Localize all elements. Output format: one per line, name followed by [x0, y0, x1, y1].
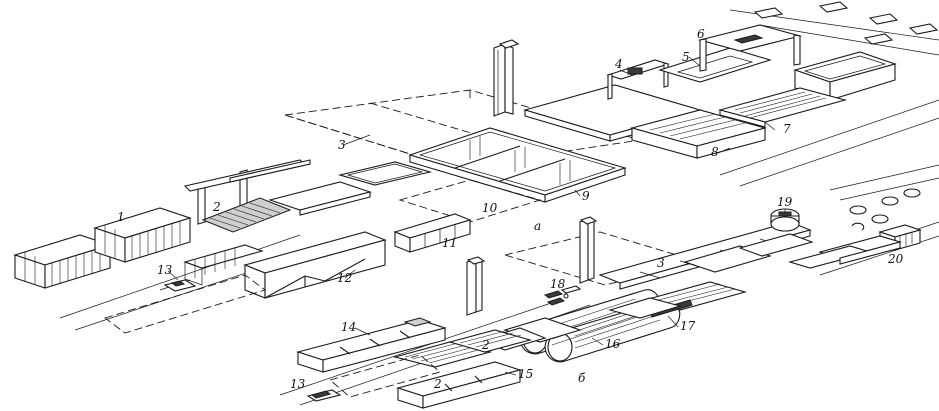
- label-4: 4: [614, 57, 623, 71]
- label-6: 6: [697, 27, 705, 41]
- forming-posts-4-6: [522, 1, 939, 159]
- mould-row-15: [396, 361, 522, 409]
- label-20: 20: [887, 252, 904, 266]
- column-b-right: [579, 216, 598, 284]
- trolley-13: [163, 279, 197, 292]
- label-2c: 2: [433, 377, 442, 391]
- labels-part-b: 2 2 3 13 14 15 16 17 18 19 20 б: [290, 195, 904, 391]
- label-12: 12: [337, 271, 352, 285]
- label-9: 9: [582, 189, 590, 203]
- label-16: 16: [605, 337, 621, 351]
- leader-lines: [167, 56, 786, 376]
- crane-span-b: [503, 231, 702, 286]
- label-10: 10: [482, 201, 498, 215]
- trolley-13b: [306, 354, 441, 402]
- pallet-board: [337, 161, 433, 186]
- product-stack-1: [13, 207, 192, 289]
- column-top: [493, 39, 520, 117]
- label-13b: 13: [290, 377, 306, 391]
- labels-part-a: 1 2 3 4 5 6 7 8 9 10 11 12 13 а: [117, 27, 791, 285]
- label-18: 18: [550, 277, 566, 291]
- carts-18: [543, 285, 582, 306]
- forming-plates-b: [392, 329, 533, 368]
- label-2b: 2: [481, 338, 490, 352]
- label-7: 7: [783, 122, 791, 136]
- part-label-b: б: [578, 371, 586, 385]
- column-b-left: [466, 256, 486, 316]
- part-label-a: а: [534, 219, 541, 233]
- truss-frame-12: [183, 231, 387, 299]
- label-19: 19: [777, 195, 793, 209]
- forming-station-2: [183, 159, 372, 233]
- label-3b: 3: [657, 256, 665, 270]
- label-11: 11: [442, 236, 457, 250]
- mould-bank-14: [296, 317, 447, 373]
- label-13: 13: [157, 263, 173, 277]
- product-stack-20: [787, 188, 922, 269]
- transfer-track-17: [607, 281, 748, 319]
- label-2: 2: [212, 200, 221, 214]
- cassette-mould-9: [408, 127, 627, 203]
- conveyor-line-b: [598, 221, 814, 290]
- label-17: 17: [680, 319, 696, 333]
- curing-zone-10: [398, 179, 542, 223]
- cart-11: [393, 213, 472, 253]
- dashed-zone-left: [104, 274, 266, 334]
- label-15: 15: [518, 367, 533, 381]
- label-5: 5: [682, 50, 690, 64]
- label-1: 1: [117, 210, 125, 224]
- label-14: 14: [341, 320, 356, 334]
- label-8: 8: [711, 145, 719, 159]
- label-3: 3: [338, 138, 346, 152]
